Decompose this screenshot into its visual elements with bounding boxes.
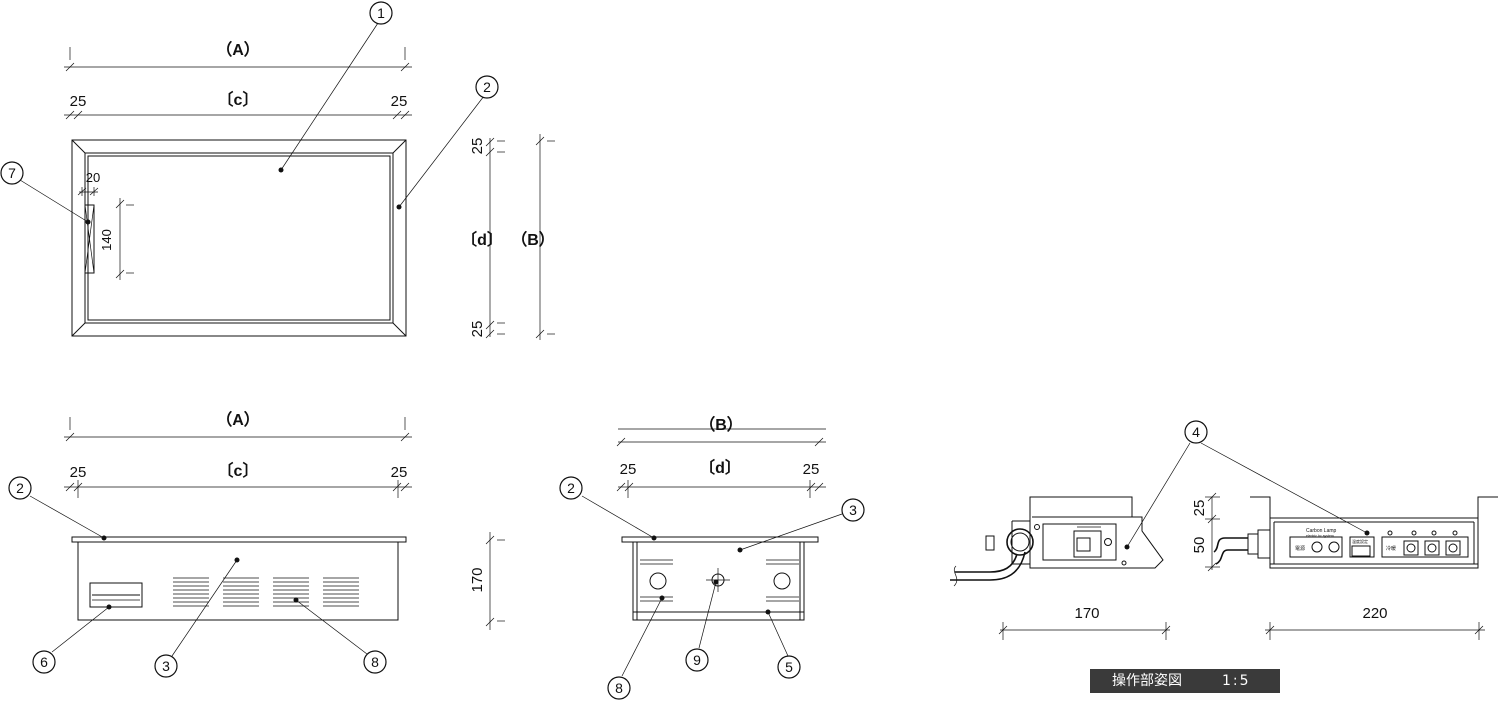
dim-A-label-2: （A） — [216, 411, 260, 429]
callout-8-front: 8 — [363, 650, 387, 674]
dim-50-detail: 50 — [1191, 537, 1208, 554]
louvers — [173, 577, 359, 607]
front-view: （A） 25 25 〔c〕 — [29, 411, 505, 657]
dim-B-label-2: （B） — [699, 416, 743, 434]
dim-25-top: 25 — [469, 138, 486, 155]
callout-6: 6 — [32, 650, 56, 674]
callout-2-side: 2 — [559, 476, 583, 500]
panel-temp-label: 温度設定 — [1352, 538, 1368, 544]
panel-power-label: 電源 — [1295, 545, 1305, 552]
callout-5: 5 — [777, 655, 801, 679]
svg-text:9: 9 — [693, 652, 701, 668]
drawing-title-block: 操作部姿図 1:5 — [1090, 669, 1280, 693]
callout-2-front: 2 — [8, 476, 32, 500]
drawing-scale: 1:5 — [1222, 673, 1251, 689]
svg-text:2: 2 — [567, 480, 575, 496]
svg-text:1: 1 — [377, 5, 385, 21]
dim-25-detail: 25 — [1191, 500, 1208, 517]
callout-3-front: 3 — [154, 654, 178, 678]
dim-220-detail: 220 — [1362, 605, 1387, 622]
svg-text:3: 3 — [162, 658, 170, 674]
callout-4: 4 — [1184, 420, 1208, 444]
dim-c-label: 〔c〕 — [218, 91, 259, 109]
dim-25-right: 25 — [391, 93, 408, 110]
dim-A-label: （A） — [216, 41, 260, 59]
dim-170-vertical: 170 — [469, 567, 486, 592]
svg-text:4: 4 — [1192, 424, 1200, 440]
dim-c-label-2: 〔c〕 — [218, 462, 259, 480]
dim-B-label: （B） — [511, 231, 555, 249]
svg-text:6: 6 — [40, 654, 48, 670]
top-view: （A） 25 25 〔c〕 20 140 — [19, 22, 555, 340]
dim-d-label-2: 〔d〕 — [699, 459, 741, 477]
dim-25-left-2: 25 — [70, 464, 87, 481]
control-unit-detail: 170 電源 Carbon Lamp electric hc system 温度… — [950, 442, 1498, 640]
dim-25-right-2: 25 — [391, 464, 408, 481]
svg-text:5: 5 — [785, 659, 793, 675]
dim-25-side-right: 25 — [803, 461, 820, 478]
svg-text:7: 7 — [8, 165, 16, 181]
dim-d-label: 〔d〕 — [461, 231, 503, 249]
dim-25-bottom: 25 — [469, 321, 486, 338]
callout-7: 7 — [0, 161, 24, 185]
panel-brand-sub: electric hc system — [1306, 534, 1334, 538]
dim-140: 140 — [99, 229, 114, 251]
svg-text:2: 2 — [483, 79, 491, 95]
drawing-title: 操作部姿図 — [1112, 673, 1182, 689]
callout-2-top: 2 — [475, 75, 499, 99]
dim-25-left: 25 — [70, 93, 87, 110]
dim-20: 20 — [86, 170, 100, 185]
callout-9: 9 — [685, 648, 709, 672]
dim-170-detail: 170 — [1074, 605, 1099, 622]
dim-25-side-left: 25 — [620, 461, 637, 478]
callout-8-side: 8 — [607, 676, 631, 700]
side-view: （B） 25 25 〔d〕 — [581, 416, 843, 677]
svg-text:2: 2 — [16, 480, 24, 496]
svg-text:8: 8 — [371, 654, 379, 670]
callout-1: 1 — [369, 1, 393, 25]
callouts: 1 2 7 2 6 3 8 2 3 8 9 5 4 — [0, 1, 1208, 700]
panel-brand: Carbon Lamp — [1306, 528, 1337, 534]
panel-cool-label: 冷暖 — [1386, 545, 1396, 552]
svg-text:8: 8 — [615, 680, 623, 696]
svg-text:3: 3 — [849, 502, 857, 518]
callout-3-side: 3 — [841, 498, 865, 522]
